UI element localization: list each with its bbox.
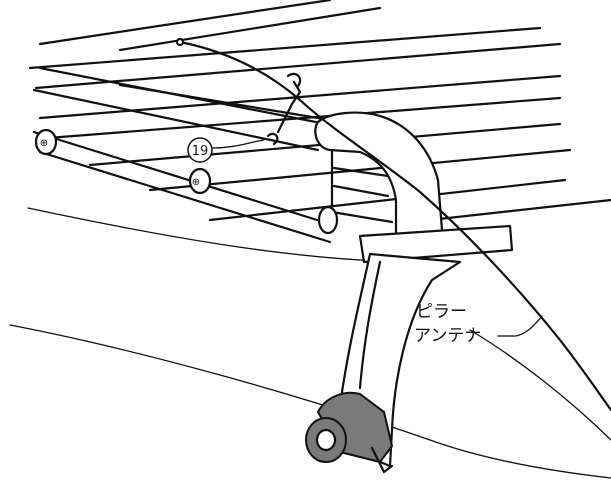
cable-ties — [266, 72, 302, 146]
bolt-mark-left: ⊕ — [40, 138, 48, 149]
antenna-cable — [175, 37, 611, 412]
clamp-knob — [305, 391, 394, 474]
part-number-label: 19 — [192, 144, 209, 159]
antenna-callout: ピラー アンテナ — [414, 302, 543, 346]
bolt-mark-right: ⊕ — [192, 177, 200, 188]
antenna-label-line2: アンテナ — [414, 326, 481, 346]
antenna-label-line1: ピラー — [416, 302, 467, 322]
rack-front-rail: ⊕ ⊕ — [32, 128, 332, 244]
rack-crossbars — [28, 0, 611, 222]
callout-19: 19 — [187, 137, 265, 163]
rack-top-rail — [32, 66, 332, 152]
